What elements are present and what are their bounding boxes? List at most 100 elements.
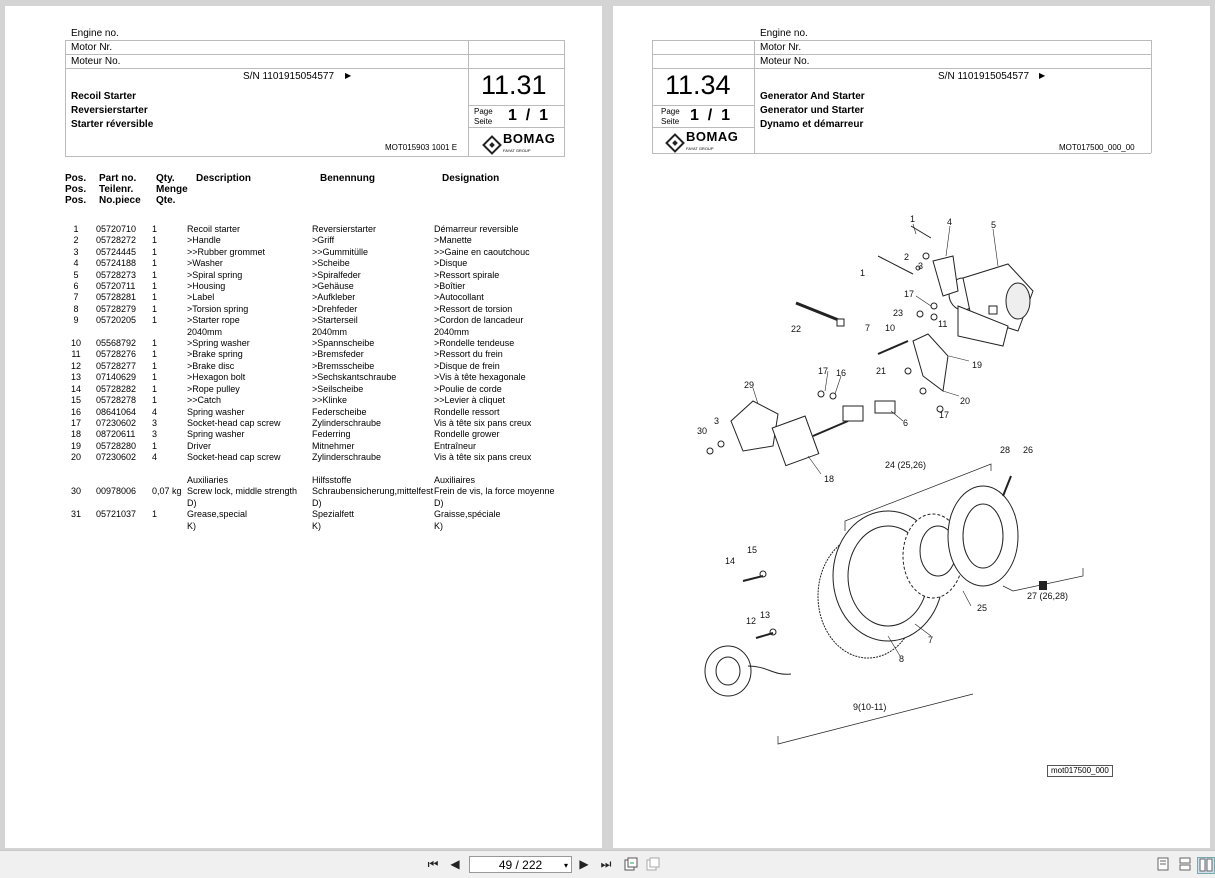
benennung-cell: Zylinderschraube bbox=[312, 452, 382, 463]
part-no-cell: 08641064 bbox=[96, 406, 137, 417]
qty-cell bbox=[152, 327, 187, 338]
designation-cell: >Disque bbox=[434, 258, 468, 269]
bomag-diamond-icon bbox=[665, 133, 685, 153]
moteur-no-label: Moteur No. bbox=[760, 56, 810, 67]
qty-cell: 4 bbox=[152, 406, 158, 417]
qty-cell: 1 bbox=[152, 383, 158, 394]
page-number-input[interactable]: 49 / 222 ▾ bbox=[469, 856, 572, 873]
table-row: K)K)K) bbox=[56, 521, 559, 532]
pos-cell: 2 bbox=[73, 235, 79, 246]
designation-cell: 2040mm bbox=[434, 326, 470, 337]
two-page-view-icon[interactable] bbox=[1197, 857, 1215, 874]
qty-cell: 1 bbox=[152, 224, 158, 234]
callout-label: 8 bbox=[899, 654, 904, 664]
designation-cell: Auxiliaires bbox=[434, 474, 476, 485]
benennung-cell: >Sechskantschraube bbox=[312, 372, 397, 383]
designation-cell: >Disque de frein bbox=[434, 360, 500, 371]
callout-label: 15 bbox=[747, 545, 757, 555]
single-page-view-icon[interactable] bbox=[1155, 857, 1171, 872]
page-count: 1 / 1 bbox=[690, 107, 731, 124]
description-cell: >Brake spring bbox=[187, 349, 243, 360]
part-no-cell: 05728281 bbox=[96, 292, 137, 303]
designation-cell: >Ressort spirale bbox=[434, 269, 500, 280]
designation-cell: D) bbox=[434, 497, 444, 508]
designation-cell: >Ressort du frein bbox=[434, 349, 503, 360]
pos-cell: 15 bbox=[70, 395, 81, 406]
copy-page-icon[interactable] bbox=[623, 857, 639, 872]
title-fr: Dynamo et démarreur bbox=[760, 119, 864, 130]
designation-cell: >Vis à tête hexagonale bbox=[434, 372, 526, 383]
description-cell: >Label bbox=[187, 292, 215, 303]
designation-cell: K) bbox=[434, 520, 443, 531]
pos-cell: 13 bbox=[70, 372, 81, 383]
part-no-cell: 05728279 bbox=[96, 303, 137, 314]
callout-label: 1 bbox=[910, 214, 915, 224]
description-cell: Socket-head cap screw bbox=[187, 452, 281, 463]
benennung-cell: >Starterseil bbox=[312, 315, 358, 326]
last-page-button[interactable]: ⏭ bbox=[600, 857, 612, 871]
designation-cell: Démarreur reversible bbox=[434, 224, 519, 234]
page-dropdown-icon[interactable]: ▾ bbox=[563, 861, 568, 870]
starter-motor bbox=[932, 255, 1034, 347]
description-cell: Spring washer bbox=[187, 429, 245, 440]
description-cell: 2040mm bbox=[187, 326, 223, 337]
callout-label: 7 bbox=[865, 323, 870, 333]
serial-arrow-icon[interactable]: ▶ bbox=[1039, 71, 1046, 80]
pos-cell bbox=[56, 475, 96, 486]
designation-cell: >Rondelle tendeuse bbox=[434, 338, 515, 349]
callout-label: 21 bbox=[876, 366, 886, 376]
note-d-box bbox=[1039, 581, 1047, 590]
paste-page-icon[interactable] bbox=[645, 857, 661, 872]
description-cell: Recoil starter bbox=[187, 224, 241, 234]
designation-cell: Entraîneur bbox=[434, 440, 477, 451]
designation-cell: Vis à tête six pans creux bbox=[434, 417, 532, 428]
pos-cell: 8 bbox=[73, 303, 79, 314]
designation-cell: >Poulie de corde bbox=[434, 383, 502, 394]
qty-cell bbox=[152, 498, 187, 509]
navigation-toolbar: ⏮ ◀ 49 / 222 ▾ ▶ ⏭ bbox=[0, 850, 1215, 878]
first-page-button[interactable]: ⏮ bbox=[427, 857, 439, 871]
callout-label: 3 bbox=[918, 261, 923, 271]
previous-page-button[interactable]: ◀ bbox=[450, 857, 460, 871]
callout-label: D bbox=[1041, 445, 1047, 454]
callout-label: 1 bbox=[860, 268, 865, 278]
qty-cell: 1 bbox=[152, 315, 158, 326]
part-no-cell: 05728277 bbox=[96, 360, 137, 371]
seite-label: Seite bbox=[474, 117, 493, 126]
qty-cell: 1 bbox=[152, 258, 158, 269]
description-cell: >Spiral spring bbox=[187, 269, 243, 280]
continuous-view-icon[interactable] bbox=[1177, 857, 1193, 872]
callout-label: 13 bbox=[760, 610, 770, 620]
qty-cell: 1 bbox=[152, 349, 158, 360]
qty-cell: 1 bbox=[152, 292, 158, 303]
part-no-cell bbox=[96, 521, 152, 532]
callout-label: 28 bbox=[1000, 445, 1010, 455]
description-cell: Socket-head cap screw bbox=[187, 417, 281, 428]
designation-cell: Vis à tête six pans creux bbox=[434, 452, 532, 463]
description-cell: >>Catch bbox=[187, 395, 222, 406]
qty-cell bbox=[152, 475, 187, 486]
callout-label: 2 bbox=[904, 252, 909, 262]
serial-arrow-icon[interactable]: ▶ bbox=[345, 71, 352, 80]
description-cell: Auxiliaries bbox=[187, 474, 229, 485]
pos-cell: 5 bbox=[73, 269, 79, 280]
qty-cell: 1 bbox=[152, 235, 158, 246]
next-page-button[interactable]: ▶ bbox=[579, 857, 589, 871]
designation-cell: >Cordon de lancadeur bbox=[434, 315, 524, 326]
qty-cell: 1 bbox=[152, 303, 158, 314]
pos-cell: 31 bbox=[70, 509, 81, 520]
description-cell: Spring washer bbox=[187, 406, 245, 417]
